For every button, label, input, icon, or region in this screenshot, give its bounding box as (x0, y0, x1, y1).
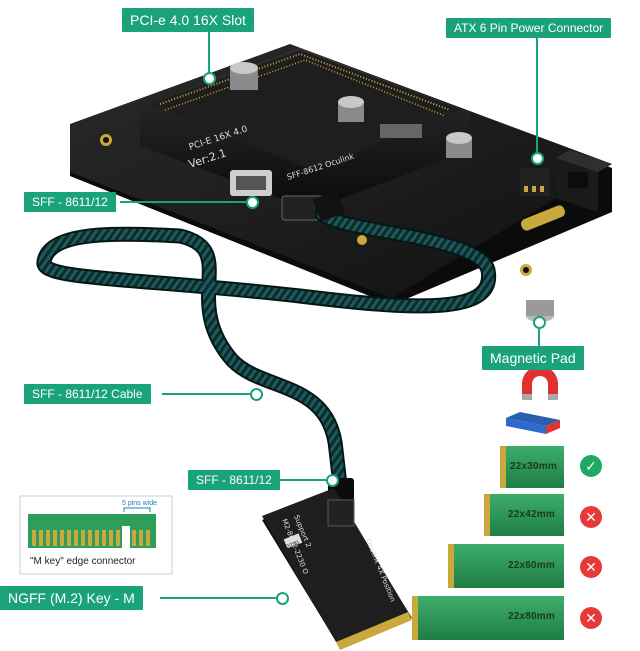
leader-dot-sff-bottom (326, 474, 339, 487)
ssd-size-label-1: 22x30mm (510, 461, 557, 472)
leader-dot-sff-cable (250, 388, 263, 401)
leader-dot-ngff (276, 592, 289, 605)
leader-sff-top (120, 201, 250, 203)
leader-dot-atx-power (531, 152, 544, 165)
cross-icon: ✕ (580, 556, 602, 578)
leader-dot-magnetic-pad (533, 316, 546, 329)
m-key-caption: "M key" edge connector (30, 556, 136, 567)
leader-sff-bottom (278, 479, 328, 481)
leader-dot-sff-top (246, 196, 259, 209)
leader-pcie-slot (208, 32, 210, 78)
leader-magnetic-pad (538, 322, 540, 346)
m-key-pins-note: 5 pins wide (122, 500, 158, 507)
m2-print-mark: 2230 (286, 540, 301, 551)
m-key-inset (19, 495, 173, 575)
pcie-slot (140, 48, 470, 210)
ssd-22x60 (448, 544, 564, 588)
ssd-22x30 (500, 446, 564, 488)
leader-dot-pcie-slot (203, 72, 216, 85)
m2-adapter (262, 488, 412, 650)
ssd-size-label-4: 22x80mm (508, 611, 555, 622)
leader-atx-power (536, 38, 538, 158)
magnet-icon (506, 366, 560, 434)
label-ngff: NGFF (M.2) Key - M (0, 586, 143, 610)
label-sff-cable: SFF - 8611/12 Cable (24, 384, 151, 404)
cross-icon: ✕ (580, 607, 602, 629)
cross-icon: ✕ (580, 506, 602, 528)
ssd-22x80 (412, 596, 564, 640)
check-icon: ✓ (580, 455, 602, 477)
board-oculink-port (230, 170, 325, 221)
capacitors (230, 62, 472, 158)
label-pcie-slot: PCI-e 4.0 16X Slot (122, 8, 254, 32)
label-atx-power: ATX 6 Pin Power Connector (446, 18, 612, 38)
label-magnetic-pad: Magnetic Pad (482, 346, 584, 370)
ssd-size-label-3: 22x60mm (508, 560, 555, 571)
ssd-size-label-2: 22x42mm (508, 509, 555, 520)
label-sff-top: SFF - 8611/12 (24, 192, 116, 212)
ssd-22x42 (484, 494, 564, 536)
atx-connector (520, 150, 612, 212)
leader-sff-cable (162, 393, 254, 395)
label-sff-bottom: SFF - 8611/12 (188, 470, 280, 490)
leader-ngff (160, 597, 280, 599)
